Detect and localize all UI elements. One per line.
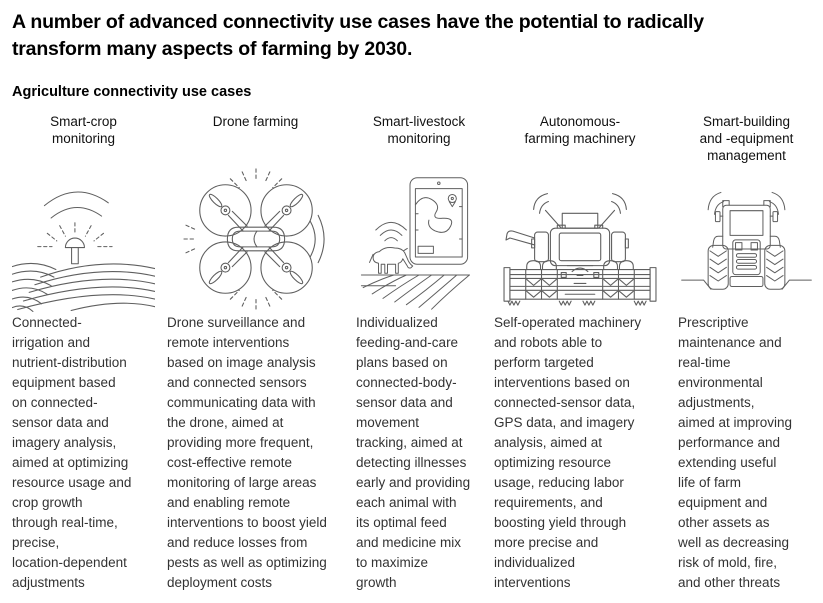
use-case-column-machinery: Autonomous- farming machinery xyxy=(494,113,666,593)
wifi-signal-icon xyxy=(375,221,407,242)
use-case-description: Connected- irrigation and nutrient-distr… xyxy=(12,315,132,590)
signal-waves-icon xyxy=(43,191,109,219)
illustration-box xyxy=(167,165,344,313)
combine-header xyxy=(503,260,657,306)
use-case-column-livestock: Smart-livestock monitoring xyxy=(356,113,482,593)
section-label: Agriculture connectivity use cases xyxy=(12,84,252,100)
use-case-title: Drone farming xyxy=(212,114,299,129)
use-case-description: Drone surveillance and remote interventi… xyxy=(167,315,327,590)
use-case-title: Smart-building and -equipment management xyxy=(699,114,794,163)
use-case-description: Individualized feeding-and-care plans ba… xyxy=(356,315,471,590)
drone-arms xyxy=(227,210,284,268)
pasture-rows xyxy=(360,274,470,310)
use-case-column-drone: Drone farming xyxy=(167,113,344,593)
signal-waves-icon xyxy=(309,214,325,264)
antenna-signal-icon xyxy=(533,193,627,229)
illustration-box xyxy=(678,165,815,313)
page-title: A number of advanced connectivity use ca… xyxy=(12,11,704,60)
cow-icon xyxy=(369,247,414,274)
use-case-column-smart-crop: Smart-crop monitoring xyxy=(12,113,155,593)
tractor-bumper xyxy=(729,275,764,287)
drone-illustration xyxy=(182,168,325,310)
use-case-title: Autonomous- farming machinery xyxy=(524,114,636,146)
use-case-columns: Smart-crop monitoring xyxy=(12,113,812,593)
drone-body xyxy=(226,226,285,252)
illustration-box xyxy=(356,165,482,313)
tablet-icon xyxy=(409,177,469,265)
use-case-description: Self-operated machinery and robots able … xyxy=(494,315,642,590)
tractor-illustration xyxy=(681,191,812,290)
sprinkler-sensor-icon xyxy=(64,237,85,265)
crop-field-sensor-illustration xyxy=(12,191,155,312)
tractor-cab xyxy=(712,200,781,250)
sunburst-rays-icon xyxy=(37,222,113,248)
tractor-grille xyxy=(732,239,761,276)
ground-line xyxy=(681,279,812,290)
use-case-title: Smart-livestock monitoring xyxy=(372,114,466,146)
livestock-tablet-illustration xyxy=(360,177,470,310)
crop-rows xyxy=(12,262,155,312)
use-case-title: Smart-crop monitoring xyxy=(50,114,117,146)
use-case-description: Prescriptive maintenance and real-time e… xyxy=(678,315,793,590)
combine-harvester-illustration xyxy=(503,193,657,306)
tractor-tires xyxy=(707,244,786,290)
illustration-box xyxy=(494,165,666,313)
airflow-rays-icon xyxy=(182,168,282,310)
illustration-box xyxy=(12,165,155,313)
combine-body xyxy=(505,212,629,279)
use-case-column-building-equipment: Smart-building and -equipment management xyxy=(678,113,815,593)
drone-rotors xyxy=(198,184,313,294)
